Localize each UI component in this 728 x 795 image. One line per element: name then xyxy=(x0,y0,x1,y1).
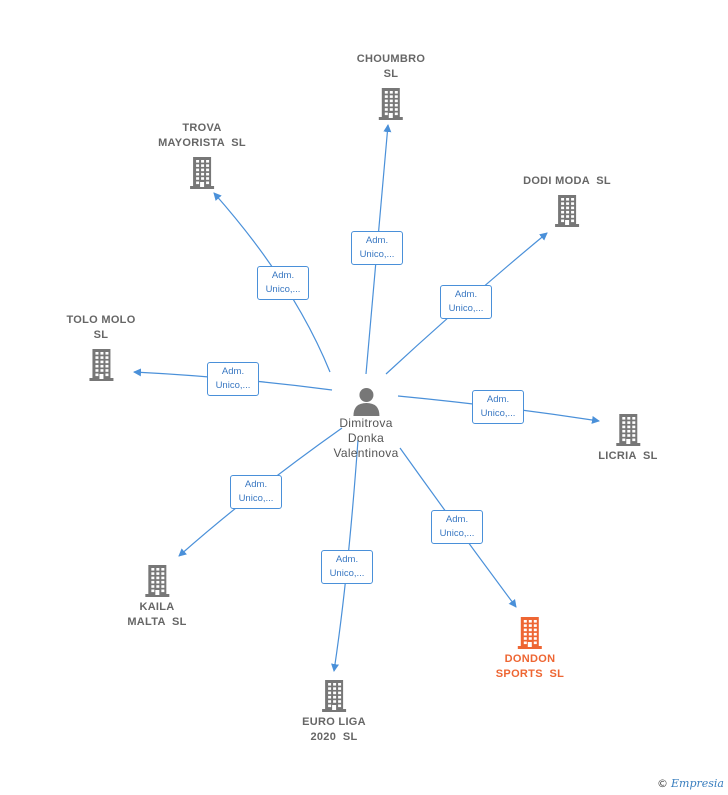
relation-detail: Unico,... xyxy=(265,284,301,295)
company-name: DONDON SPORTS SL xyxy=(495,653,565,680)
building-icon xyxy=(554,195,579,227)
company-node-licria[interactable]: LICRIA SL xyxy=(598,412,657,464)
building-icon xyxy=(88,349,113,381)
relation-role: Adm. xyxy=(271,270,295,281)
relation-role: Adm. xyxy=(335,554,359,565)
relation-label-choumbro[interactable]: Adm. Unico,... xyxy=(351,231,403,265)
relation-role: Adm. xyxy=(445,514,469,525)
relation-role: Adm. xyxy=(454,289,478,300)
person-name: Dimitrova Donka Valentinova xyxy=(333,416,399,460)
company-node-euroliga[interactable]: EURO LIGA 2020 SL xyxy=(302,678,366,745)
relation-role: Adm. xyxy=(244,479,268,490)
relation-label-trova[interactable]: Adm. Unico,... xyxy=(257,266,309,300)
company-name: KAILA MALTA SL xyxy=(127,601,187,628)
relation-label-kaila[interactable]: Adm. Unico,... xyxy=(230,475,282,509)
company-name: DODI MODA SL xyxy=(523,175,611,187)
company-name: CHOUMBRO SL xyxy=(356,53,426,80)
company-node-tolo[interactable]: TOLO MOLO SL xyxy=(66,313,135,381)
relation-label-dondon[interactable]: Adm. Unico,... xyxy=(431,510,483,544)
brand-logo: Empresia xyxy=(671,777,724,790)
company-node-choumbro[interactable]: CHOUMBRO SL xyxy=(357,52,425,120)
person-node[interactable]: Dimitrova Donka Valentinova xyxy=(333,386,398,461)
company-node-trova[interactable]: TROVA MAYORISTA SL xyxy=(158,121,246,189)
relation-detail: Unico,... xyxy=(329,568,365,579)
relation-detail: Unico,... xyxy=(448,303,484,314)
credit: ©Empresia xyxy=(657,777,724,790)
building-icon xyxy=(379,88,403,120)
relation-role: Adm. xyxy=(486,394,510,405)
building-icon xyxy=(518,617,542,649)
company-name: EURO LIGA 2020 SL xyxy=(302,716,366,743)
relation-label-euroliga[interactable]: Adm. Unico,... xyxy=(321,550,373,584)
relation-detail: Unico,... xyxy=(238,493,274,504)
relation-role: Adm. xyxy=(365,235,389,246)
building-icon xyxy=(190,157,214,189)
company-name: LICRIA SL xyxy=(598,450,658,462)
company-node-dondon[interactable]: DONDON SPORTS SL xyxy=(496,615,564,682)
person-icon xyxy=(353,388,379,416)
relation-detail: Unico,... xyxy=(480,408,516,419)
relation-label-tolo[interactable]: Adm. Unico,... xyxy=(207,362,259,396)
copyright-icon: © xyxy=(657,777,668,790)
relation-detail: Unico,... xyxy=(439,528,475,539)
relation-label-dodi[interactable]: Adm. Unico,... xyxy=(440,285,492,319)
company-node-kaila[interactable]: KAILA MALTA SL xyxy=(127,563,186,630)
building-icon xyxy=(322,680,346,712)
relation-detail: Unico,... xyxy=(215,380,251,391)
company-name: TOLO MOLO SL xyxy=(66,314,136,341)
relation-role: Adm. xyxy=(221,366,245,377)
relation-label-licria[interactable]: Adm. Unico,... xyxy=(472,390,524,424)
building-icon xyxy=(616,414,640,446)
company-name: TROVA MAYORISTA SL xyxy=(158,122,246,149)
company-node-dodi[interactable]: DODI MODA SL xyxy=(523,174,611,227)
relation-detail: Unico,... xyxy=(359,249,395,260)
building-icon xyxy=(144,565,169,597)
